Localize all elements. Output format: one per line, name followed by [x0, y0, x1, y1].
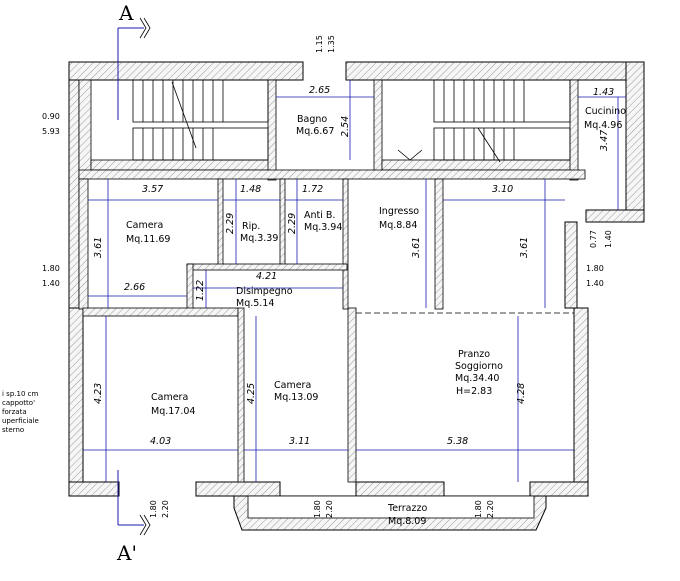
dim-right-width: 3.10: [492, 184, 513, 195]
dim-rip-depth: 2.29: [225, 213, 236, 234]
camera-c-area: Mq.13.09: [274, 392, 318, 403]
dim-camera-a-lower: 2.66: [124, 282, 145, 293]
section-line: [117, 27, 144, 526]
note-line-5: sterno: [2, 426, 24, 434]
terrazzo-name: Terrazzo: [387, 503, 427, 514]
bagno-area: Mq.6.67: [296, 126, 334, 137]
pranzo-height: H=2.83: [456, 386, 492, 397]
note-line-1: i sp.10 cm: [2, 390, 38, 398]
bottom-1-h: 2.20: [161, 500, 170, 518]
dim-camera-c-depth: 4.25: [246, 383, 257, 404]
dim-bagno-width: 2.65: [309, 85, 330, 96]
disimpegno-area: Mq.5.14: [236, 298, 274, 309]
dim-anti-width: 1.72: [302, 184, 323, 195]
camera-a-area: Mq.11.69: [126, 234, 170, 245]
exterior-walls: [68, 61, 645, 497]
section-arrows: [139, 17, 151, 536]
ingresso-area: Mq.8.84: [379, 220, 417, 231]
left-door-w: 1.80: [42, 264, 60, 273]
camera-c-name: Camera: [274, 380, 311, 391]
dim-pranzo-depth: 4.28: [516, 383, 527, 404]
dim-disimpegno-depth: 1.22: [195, 280, 206, 301]
anti-area: Mq.3.94: [304, 222, 342, 233]
dim-camera-a-width: 3.57: [142, 184, 163, 195]
anti-name: Anti B.: [304, 210, 335, 221]
right-door-h: 1.40: [586, 279, 604, 288]
bagno-name: Bagno: [297, 114, 327, 125]
cucinino-name: Cucinino: [585, 106, 626, 117]
left-window-w: 0.90: [42, 112, 60, 121]
dim-disimpegno-width: 4.21: [256, 271, 277, 282]
disimpegno-name: Disimpegno: [236, 286, 293, 297]
dim-anti-depth: 2.29: [287, 213, 298, 234]
dim-cucinino-depth: 3.47: [599, 130, 610, 151]
cucinino-window-w: 0.77: [589, 230, 598, 248]
dim-rip-width: 1.48: [240, 184, 261, 195]
pranzo-line1: Pranzo: [458, 349, 490, 360]
ingresso-name: Ingresso: [379, 206, 419, 217]
rip-area: Mq.3.39: [240, 233, 278, 244]
camera-b-name: Camera: [151, 392, 188, 403]
dim-camera-c-width: 3.11: [289, 436, 310, 447]
interior-walls: [78, 79, 586, 483]
bottom-2-h: 2.20: [325, 500, 334, 518]
note-line-3: forzata: [2, 408, 27, 416]
dim-pranzo-width: 5.38: [447, 436, 468, 447]
dim-camera-a-depth: 3.61: [93, 237, 104, 258]
bottom-3-h: 2.20: [486, 500, 495, 518]
staircase-right: [397, 79, 571, 163]
dim-right-depth: 3.61: [519, 237, 530, 258]
terrazzo-area: Mq.8.09: [388, 516, 426, 527]
note-line-4: uperficiale: [2, 417, 39, 425]
top-window-h: 1.35: [327, 35, 336, 53]
top-window-w: 1.15: [315, 35, 324, 53]
dim-cucinino-width: 1.43: [593, 87, 614, 98]
right-door-w: 1.80: [586, 264, 604, 273]
section-label-bottom: A': [116, 541, 137, 565]
dim-camera-b-width: 4.03: [150, 436, 171, 447]
left-door-h: 1.40: [42, 279, 60, 288]
bottom-3-w: 1.80: [474, 500, 483, 518]
left-window-h: 5.93: [42, 127, 60, 136]
bottom-1-w: 1.80: [149, 500, 158, 518]
dim-bagno-depth: 2.54: [340, 116, 351, 137]
camera-b-area: Mq.17.04: [151, 406, 195, 417]
cucinino-window-h: 1.40: [604, 230, 613, 248]
cucinino-area: Mq.4.96: [584, 120, 622, 131]
pranzo-area: Mq.34.40: [455, 373, 499, 384]
dimension-lines: [83, 80, 626, 482]
pranzo-line2: Soggiorno: [455, 361, 503, 372]
dim-camera-b-depth: 4.23: [93, 383, 104, 404]
dim-ingresso-depth: 3.61: [411, 237, 422, 258]
note-line-2: cappotto': [2, 399, 35, 407]
rip-name: Rip.: [242, 221, 260, 232]
bottom-2-w: 1.80: [313, 500, 322, 518]
camera-a-name: Camera: [126, 220, 163, 231]
section-label-top: A: [118, 1, 134, 25]
staircase-left: [132, 79, 269, 161]
